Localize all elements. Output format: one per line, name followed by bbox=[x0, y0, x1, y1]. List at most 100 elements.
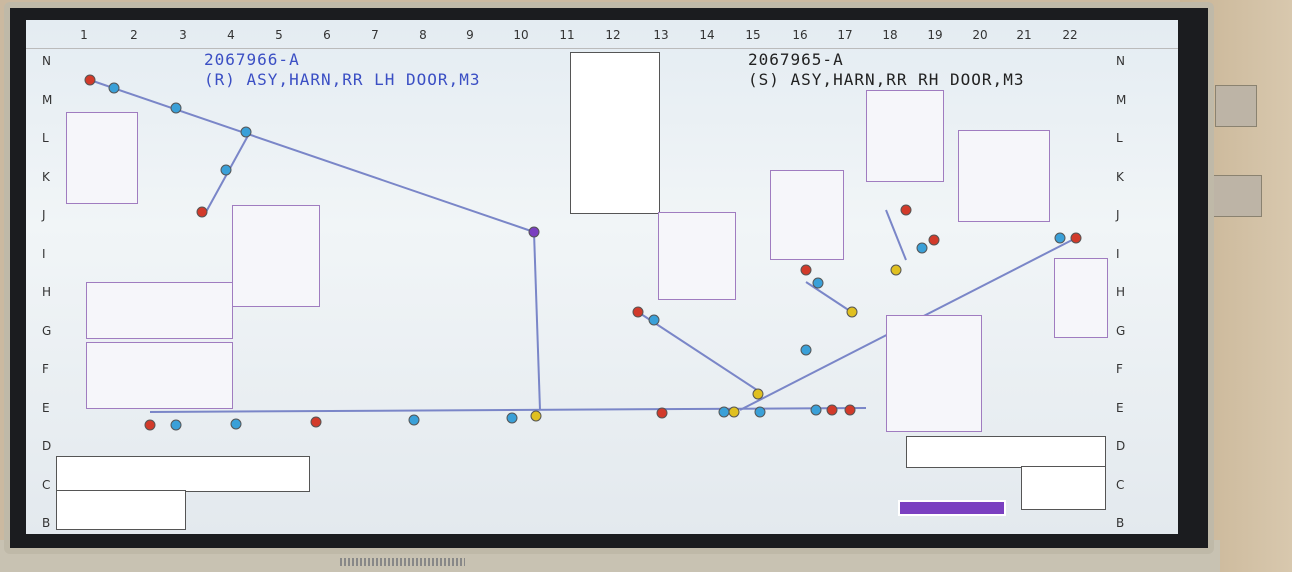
connector-marker bbox=[718, 406, 730, 418]
row-label-right: E bbox=[1116, 400, 1124, 415]
row-label-left: F bbox=[42, 362, 49, 376]
wall-outlet bbox=[1215, 85, 1257, 127]
column-label: 4 bbox=[227, 28, 235, 42]
connector-marker bbox=[408, 414, 420, 426]
taskbar-highlight bbox=[898, 500, 1006, 516]
connector-marker bbox=[656, 407, 668, 419]
left-description: (R) ASY,HARN,RR LH DOOR,M3 bbox=[204, 70, 481, 89]
row-label-right: B bbox=[1116, 516, 1125, 530]
column-label: 19 bbox=[927, 28, 943, 42]
connector-marker bbox=[528, 226, 540, 238]
row-label-right: J bbox=[1116, 208, 1120, 222]
row-label-left: I bbox=[42, 246, 46, 261]
row-label-left: C bbox=[42, 477, 51, 492]
column-label: 6 bbox=[323, 28, 331, 42]
row-label-right: L bbox=[1116, 131, 1123, 145]
column-label: 17 bbox=[837, 28, 853, 42]
connector-marker bbox=[170, 419, 182, 431]
row-label-left: N bbox=[42, 54, 51, 68]
connector-view bbox=[66, 112, 138, 204]
row-label-right: M bbox=[1116, 92, 1127, 107]
connector-marker bbox=[752, 388, 764, 400]
column-label: 5 bbox=[275, 28, 283, 42]
right-description: (S) ASY,HARN,RR RH DOOR,M3 bbox=[748, 70, 1025, 89]
connector-marker bbox=[846, 306, 858, 318]
connector-marker bbox=[890, 264, 902, 276]
connector-marker bbox=[1070, 232, 1082, 244]
connector-marker bbox=[800, 264, 812, 276]
connector-marker bbox=[240, 126, 252, 138]
row-label-right: D bbox=[1116, 439, 1126, 453]
speaker-grille-left bbox=[340, 558, 465, 566]
connector-marker bbox=[196, 206, 208, 218]
right-part-number: 2067965-A bbox=[748, 50, 844, 69]
connector-marker bbox=[812, 277, 824, 289]
connector-marker bbox=[844, 404, 856, 416]
connector-marker bbox=[506, 412, 518, 424]
column-label: 13 bbox=[653, 28, 669, 42]
column-label: 16 bbox=[792, 28, 808, 42]
column-label: 8 bbox=[419, 28, 427, 42]
row-label-left: D bbox=[42, 439, 52, 453]
connector-view bbox=[770, 170, 844, 260]
column-label: 22 bbox=[1062, 28, 1078, 42]
row-label-left: M bbox=[42, 92, 53, 107]
left-harness-title: 2067966-A (R) ASY,HARN,RR LH DOOR,M3 bbox=[204, 50, 480, 90]
column-label: 18 bbox=[882, 28, 898, 42]
connector-view bbox=[886, 315, 982, 432]
connector-marker bbox=[170, 102, 182, 114]
column-label: 1 bbox=[80, 28, 88, 42]
connector-marker bbox=[800, 344, 812, 356]
column-label: 12 bbox=[605, 28, 621, 42]
connector-view bbox=[232, 205, 320, 307]
wire-trunk bbox=[149, 407, 867, 413]
row-label-right: N bbox=[1116, 54, 1125, 68]
wire-branch bbox=[637, 311, 761, 393]
row-label-right: F bbox=[1116, 362, 1123, 376]
connector-marker bbox=[84, 74, 96, 86]
connector-marker bbox=[230, 418, 242, 430]
wire-trunk bbox=[89, 79, 535, 233]
ruler-line bbox=[26, 48, 1178, 49]
connector-marker bbox=[530, 410, 542, 422]
connector-marker bbox=[220, 164, 232, 176]
column-label: 10 bbox=[513, 28, 529, 42]
connector-marker bbox=[648, 314, 660, 326]
left-part-number: 2067966-A bbox=[204, 50, 300, 69]
column-label: 20 bbox=[972, 28, 988, 42]
connector-marker bbox=[632, 306, 644, 318]
column-label: 11 bbox=[559, 28, 575, 42]
right-harness-title: 2067965-A (S) ASY,HARN,RR RH DOOR,M3 bbox=[748, 50, 1024, 90]
connector-marker bbox=[916, 242, 928, 254]
row-label-right: G bbox=[1116, 323, 1126, 338]
connector-marker bbox=[144, 419, 156, 431]
row-label-left: K bbox=[42, 169, 50, 184]
row-label-right: K bbox=[1116, 169, 1124, 184]
column-label: 7 bbox=[371, 28, 379, 42]
row-label-right: H bbox=[1116, 285, 1126, 299]
row-label-left: E bbox=[42, 400, 50, 415]
connector-view bbox=[86, 282, 233, 339]
row-label-left: H bbox=[42, 285, 52, 299]
column-label: 14 bbox=[699, 28, 715, 42]
connector-marker bbox=[826, 404, 838, 416]
connector-marker bbox=[900, 204, 912, 216]
connector-view bbox=[658, 212, 736, 300]
connector-marker bbox=[928, 234, 940, 246]
row-label-left: G bbox=[42, 323, 52, 338]
connector-marker bbox=[728, 406, 740, 418]
column-label: 2 bbox=[130, 28, 138, 42]
column-label: 3 bbox=[179, 28, 187, 42]
connector-marker bbox=[108, 82, 120, 94]
wire-branch bbox=[885, 209, 907, 261]
connector-marker bbox=[1054, 232, 1066, 244]
row-label-right: C bbox=[1116, 477, 1125, 492]
column-label: 21 bbox=[1016, 28, 1032, 42]
connector-view bbox=[1054, 258, 1108, 338]
legend-table bbox=[570, 52, 660, 214]
row-label-left: L bbox=[42, 131, 49, 145]
parts-table bbox=[1021, 466, 1106, 510]
parts-table bbox=[56, 490, 186, 530]
power-socket bbox=[1205, 175, 1262, 217]
